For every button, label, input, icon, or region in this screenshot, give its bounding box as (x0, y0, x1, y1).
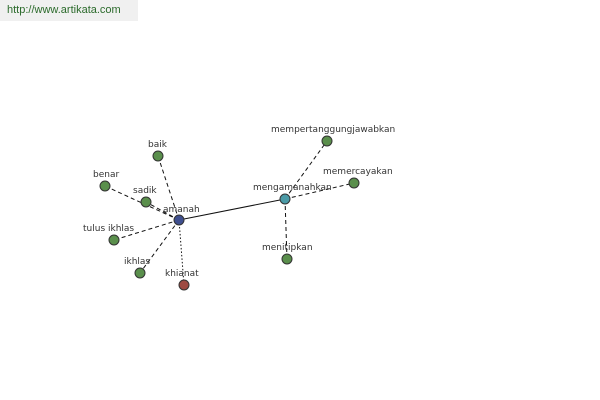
node-baik[interactable] (152, 150, 164, 162)
node-label-amanah[interactable]: amanah (163, 205, 200, 215)
node-memercayakan[interactable] (348, 177, 360, 189)
edge-amanah-sadik (145, 201, 180, 221)
node-label-benar[interactable]: benar (93, 170, 119, 180)
node-label-menitipkan[interactable]: menitipkan (262, 243, 313, 253)
graph-nodes (99, 135, 360, 291)
watermark-url[interactable]: http://www.artikata.com (7, 4, 121, 16)
watermark-bar: http://www.artikata.com (0, 0, 138, 21)
edge-mengamanahkan-mempertanggungjawabkan (284, 140, 328, 200)
node-ikhlas[interactable] (134, 267, 146, 279)
node-mempertanggungjawabkan[interactable] (321, 135, 333, 147)
node-label-ikhlas[interactable]: ikhlas (124, 257, 150, 267)
node-label-tulus-ikhlas[interactable]: tulus ikhlas (83, 224, 134, 234)
node-menitipkan[interactable] (281, 253, 293, 265)
node-amanah[interactable] (173, 214, 185, 226)
node-label-sadik[interactable]: sadik (133, 186, 157, 196)
graph-edges (104, 140, 355, 286)
node-label-memercayakan[interactable]: memercayakan (323, 167, 393, 177)
node-mengamanahkan[interactable] (279, 193, 291, 205)
node-label-khianat[interactable]: khianat (165, 269, 199, 279)
node-benar[interactable] (99, 180, 111, 192)
edge-amanah-baik (157, 155, 180, 221)
edge-mengamanahkan-memercayakan (284, 182, 355, 200)
node-tulus-ikhlas[interactable] (108, 234, 120, 246)
edge-amanah-khianat (178, 219, 185, 286)
node-label-mengamanahkan[interactable]: mengamanahkan (253, 183, 332, 193)
node-label-mempertanggungjawabkan[interactable]: mempertanggungjawabkan (271, 125, 395, 135)
graph-labels: amanah mengamanahkan baik benar sadik tulus i… (83, 125, 395, 279)
edge-amanah-ikhlas (139, 219, 180, 274)
node-sadik[interactable] (140, 196, 152, 208)
edge-mengamanahkan-menitipkan (284, 198, 288, 260)
node-khianat[interactable] (178, 279, 190, 291)
edge-amanah-mengamanahkan (178, 198, 286, 221)
edge-amanah-tulus-ikhlas (113, 219, 180, 241)
node-label-baik[interactable]: baik (148, 140, 168, 150)
